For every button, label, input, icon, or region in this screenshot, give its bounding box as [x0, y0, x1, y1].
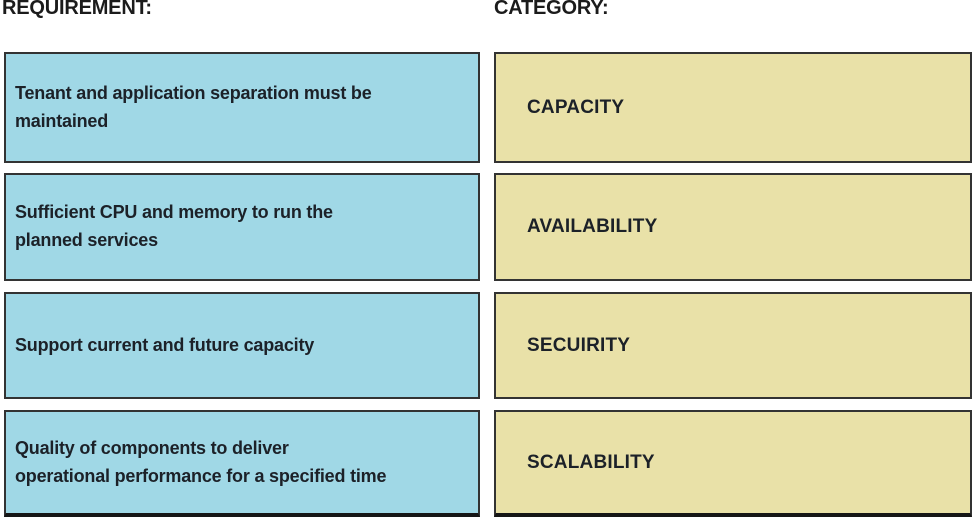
requirement-box[interactable]: Quality of components to deliver operati…	[4, 410, 480, 517]
category-label: AVAILABILITY	[527, 216, 658, 237]
requirement-box[interactable]: Tenant and application separation must b…	[4, 52, 480, 163]
category-label: SECUIRITY	[527, 334, 631, 356]
requirement-column-header: REQUIREMENT:	[2, 0, 152, 19]
match-row: Sufficient CPU and memory to run the pla…	[0, 173, 975, 281]
requirement-text: Support current and future capacity	[15, 334, 315, 355]
requirement-box[interactable]: Support current and future capacity	[4, 292, 480, 399]
requirement-text: Sufficient CPU and memory to run the pla…	[15, 202, 333, 250]
match-row: Quality of components to deliver operati…	[0, 410, 975, 517]
category-box[interactable]: SCALABILITY	[494, 410, 972, 517]
category-box[interactable]: CAPACITY	[494, 52, 972, 163]
category-label: CAPACITY	[527, 96, 625, 118]
category-box[interactable]: SECUIRITY	[494, 292, 972, 399]
requirement-text: Tenant and application separation must b…	[15, 82, 372, 131]
category-box[interactable]: AVAILABILITY	[494, 173, 972, 281]
category-column-header: CATEGORY:	[494, 0, 609, 19]
requirement-box[interactable]: Sufficient CPU and memory to run the pla…	[4, 173, 480, 281]
match-row: Support current and future capacity SECU…	[0, 292, 975, 399]
requirement-text: Quality of components to deliver operati…	[15, 437, 387, 486]
category-label: SCALABILITY	[527, 451, 655, 473]
match-row: Tenant and application separation must b…	[0, 52, 975, 163]
